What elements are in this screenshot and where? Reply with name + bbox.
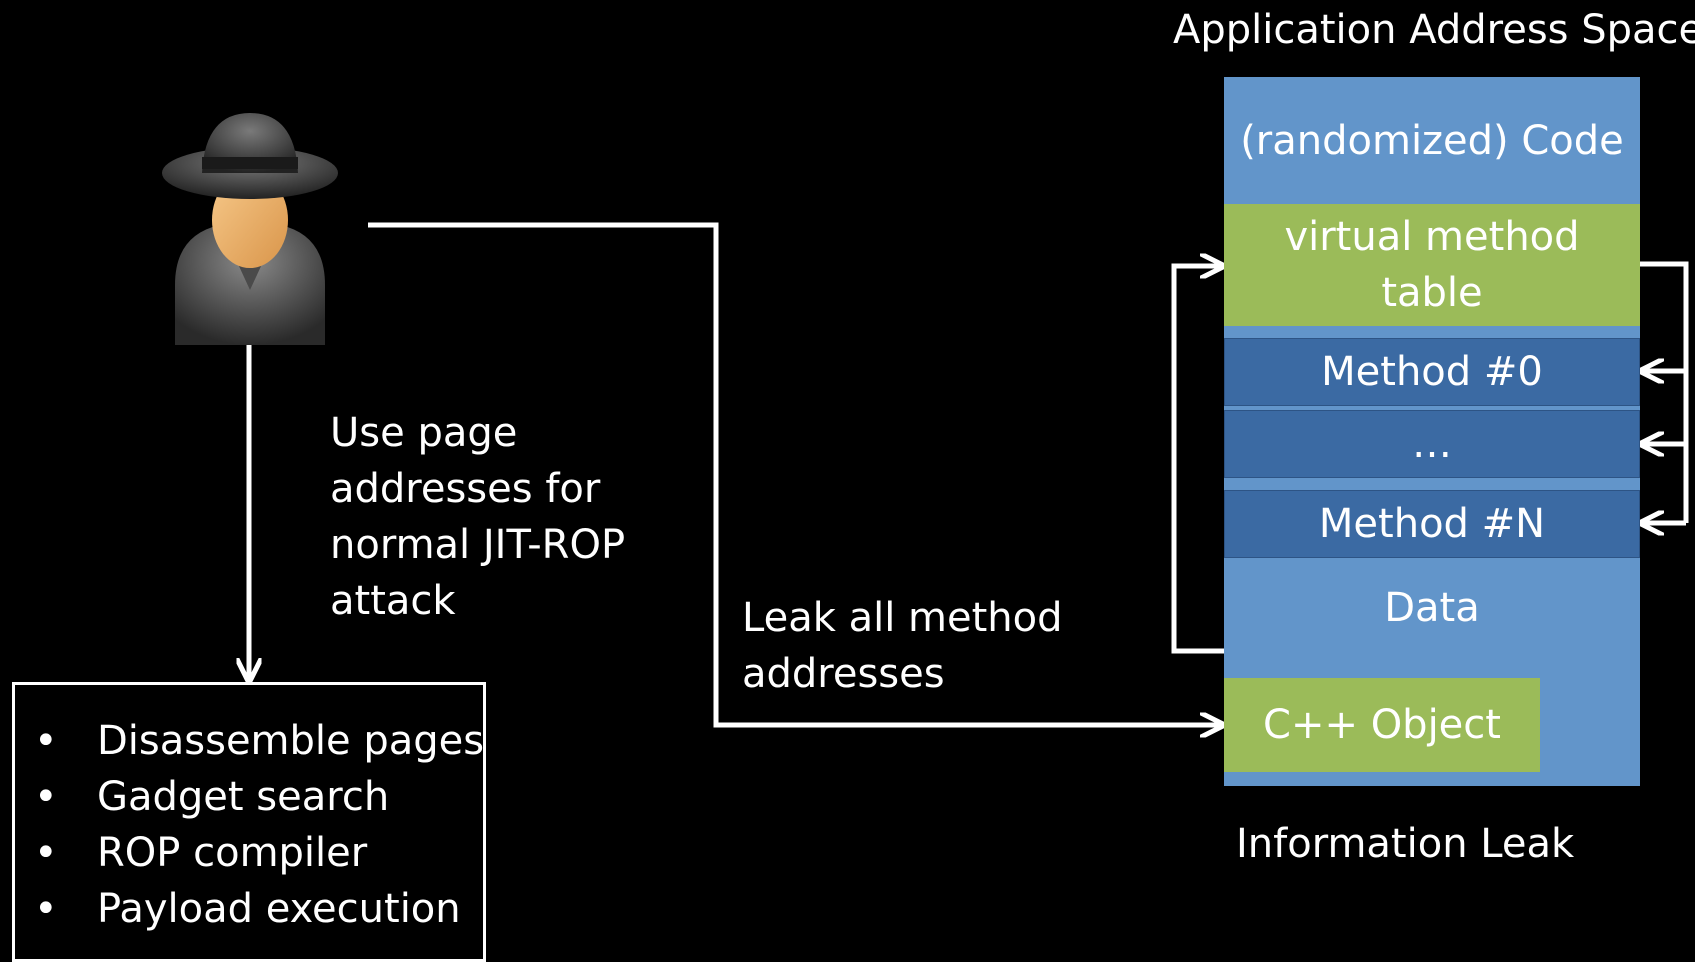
cpp-object-label: C++ Object	[1263, 702, 1501, 748]
data-label: Data	[1384, 585, 1480, 631]
address-space-title: Application Address Space	[1173, 7, 1695, 53]
list-item: •ROP compiler	[34, 830, 368, 876]
attack-steps-box: •Disassemble pages •Gadget search •ROP c…	[12, 682, 486, 962]
data-segment: Data	[1224, 578, 1640, 638]
methodN-block: Method #N	[1224, 490, 1640, 558]
vtable-block: virtual method table	[1224, 204, 1640, 326]
list-item: •Disassemble pages	[34, 718, 485, 764]
code-label: (randomized) Code	[1240, 117, 1624, 164]
list-item: •Payload execution	[34, 886, 461, 932]
method0-label: Method #0	[1321, 349, 1543, 395]
method0-block: Method #0	[1224, 338, 1640, 406]
leak-label: Leak all method addresses	[742, 595, 1063, 697]
ellipsis-label: …	[1412, 421, 1452, 467]
use-pages-label: Use page addresses for normal JIT-ROP at…	[330, 410, 626, 624]
vtable-label: virtual method table	[1284, 214, 1580, 316]
methodN-label: Method #N	[1318, 501, 1546, 547]
attacker-icon	[162, 113, 338, 345]
cpp-object-block: C++ Object	[1224, 678, 1540, 772]
information-leak-caption: Information Leak	[1236, 821, 1575, 867]
list-item: •Gadget search	[34, 774, 390, 820]
vtable-pointer-line	[1640, 261, 1689, 523]
leak-arrow	[368, 222, 1220, 725]
ellipsis-block: …	[1224, 410, 1640, 478]
code-segment: (randomized) Code	[1224, 77, 1640, 204]
